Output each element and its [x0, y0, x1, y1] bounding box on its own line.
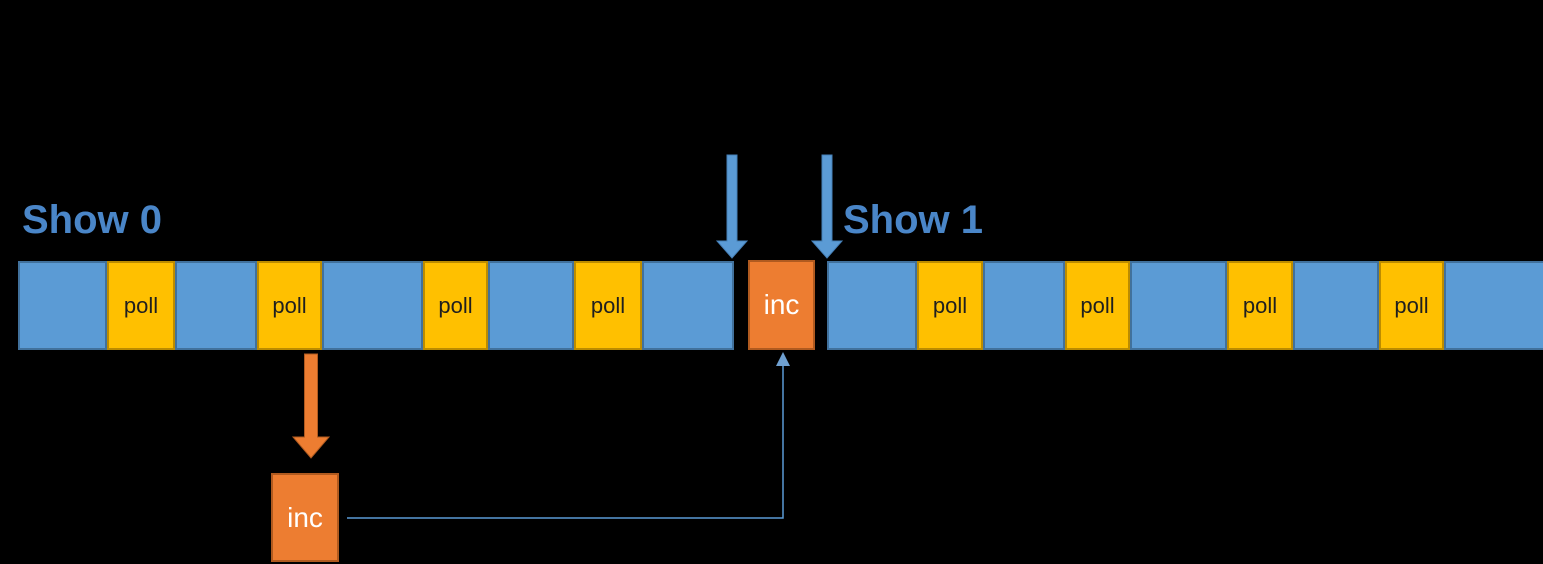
show1-label: Show 1 — [843, 198, 984, 242]
run-segment — [1130, 261, 1227, 350]
timeline-show0: poll poll poll poll — [0, 261, 1543, 350]
poll-segment-label: poll — [1394, 292, 1429, 318]
poll-segment: poll — [423, 261, 488, 350]
poll-segment: poll — [1227, 261, 1293, 350]
run-segment — [642, 261, 734, 350]
poll-segment: poll — [107, 261, 175, 350]
poll-segment-label: poll — [272, 292, 307, 318]
inc-handler-block: inc — [271, 473, 339, 562]
inc-event-block: inc — [748, 260, 815, 350]
poll-segment-label: poll — [590, 292, 626, 318]
poll-segment-label: poll — [932, 292, 968, 318]
run-segment — [18, 261, 107, 350]
run-segment — [1444, 261, 1543, 350]
show0-end-arrow-icon — [715, 154, 749, 259]
run-segment — [175, 261, 257, 350]
poll-segment-label: poll — [1080, 292, 1115, 318]
poll-segment: poll — [1379, 261, 1444, 350]
poll-segment: poll — [257, 261, 322, 350]
poll-segment: poll — [1065, 261, 1130, 350]
poll-segment-label: poll — [123, 292, 159, 318]
poll-dispatch-arrow-icon — [291, 353, 331, 459]
show1-start-arrow-icon — [810, 154, 844, 259]
run-segment — [1293, 261, 1379, 350]
connector-arrowhead-icon — [776, 352, 790, 366]
poll-segment-label: poll — [438, 292, 473, 318]
timeline-show1: poll poll poll poll — [0, 261, 1543, 350]
run-segment — [322, 261, 423, 350]
poll-segment: poll — [917, 261, 983, 350]
poll-segment-label: poll — [1242, 292, 1278, 318]
run-segment — [827, 261, 917, 350]
inc-handler-label: inc — [287, 501, 323, 533]
inc-event-label: inc — [763, 289, 800, 320]
show0-label: Show 0 — [22, 198, 163, 242]
run-segment — [488, 261, 574, 350]
run-segment — [983, 261, 1065, 350]
poll-segment: poll — [574, 261, 642, 350]
handler-return-connector — [347, 356, 784, 519]
